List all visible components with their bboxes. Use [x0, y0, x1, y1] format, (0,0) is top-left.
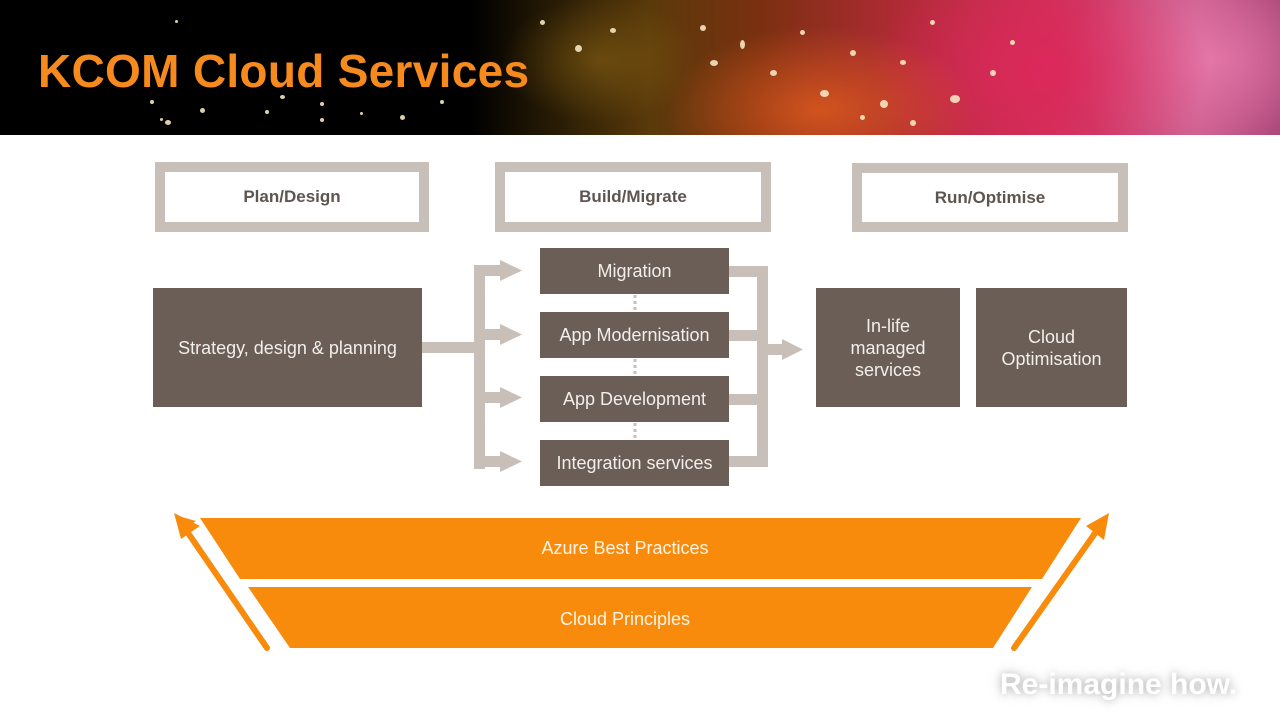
up-left-arrow-icon [174, 513, 270, 651]
decor-speck [575, 45, 582, 52]
decor-speck [165, 120, 171, 125]
connector-line [757, 266, 768, 467]
decor-speck [1010, 40, 1015, 45]
connector-line [728, 394, 768, 405]
decor-speck [200, 108, 205, 113]
connector-line [422, 342, 484, 353]
box-label-line: Cloud [1027, 326, 1076, 347]
decor-speck [540, 20, 545, 25]
box-cloud-optimisation: Cloud Optimisation [976, 288, 1127, 407]
box-label: Migration [597, 261, 672, 281]
band-label-cloud-principles: Cloud Principles [559, 609, 691, 629]
box-strategy-design-planning: Strategy, design & planning [153, 288, 422, 407]
tagline: Re-imagine how. [1000, 668, 1238, 701]
decor-speck [160, 118, 163, 121]
box-label: App Modernisation [559, 325, 710, 345]
split-connector [422, 260, 522, 472]
arrow-head-icon [500, 451, 522, 472]
phase-label: Run/Optimise [934, 187, 1046, 207]
box-label-line: In-life [865, 315, 910, 336]
arrow-head-icon [500, 324, 522, 345]
box-app-development: App Development [540, 376, 729, 422]
connector-line [474, 392, 504, 403]
box-label: Integration services [556, 453, 713, 473]
box-app-modernisation: App Modernisation [540, 312, 729, 358]
decor-speck [930, 20, 935, 25]
decor-speck [360, 112, 363, 115]
slide-title: KCOM Cloud Services [38, 45, 530, 97]
box-label: App Development [562, 389, 707, 409]
arrow-head-icon [500, 387, 522, 408]
decor-speck [770, 70, 777, 76]
band-azure-best-practices [200, 518, 1081, 579]
phase-build-migrate: Build/Migrate [495, 162, 771, 232]
phase-run-optimise: Run/Optimise [852, 163, 1128, 232]
arrow-head-icon [500, 260, 522, 281]
box-in-life-managed-services: In-life managed services [816, 288, 960, 407]
decor-speck [990, 70, 996, 76]
decor-speck [880, 100, 888, 108]
header-banner: KCOM Cloud Services [0, 0, 1280, 135]
decor-speck [440, 100, 444, 104]
decor-speck [400, 115, 405, 120]
decor-speck [740, 40, 745, 49]
box-label: Strategy, design & planning [178, 337, 397, 358]
decor-speck [710, 60, 718, 66]
box-integration-services: Integration services [540, 440, 729, 486]
connector-line [728, 330, 768, 341]
box-label-line: services [854, 359, 921, 380]
decor-speck [320, 118, 324, 122]
connector-line [474, 329, 504, 340]
band-cloud-principles [248, 587, 1032, 648]
connector-line [474, 265, 485, 469]
decor-speck [850, 50, 856, 56]
connector-line [728, 266, 768, 277]
connector-line [757, 344, 787, 355]
decor-speck [910, 120, 916, 126]
decor-speck [950, 95, 960, 103]
decor-speck [280, 95, 285, 99]
box-label-line: managed [850, 337, 926, 358]
decor-speck [900, 60, 906, 65]
decor-speck [175, 20, 178, 23]
connector-line [474, 265, 504, 276]
merge-connector [728, 266, 803, 467]
decor-speck [860, 115, 865, 120]
decor-speck [320, 102, 324, 106]
phase-plan-design: Plan/Design [155, 162, 429, 232]
up-right-arrow-icon [1011, 513, 1109, 651]
decor-speck [150, 100, 154, 104]
band-label-azure: Azure Best Practices [541, 538, 709, 558]
phase-label: Build/Migrate [579, 187, 687, 206]
box-label-line: Optimisation [1001, 348, 1102, 369]
decor-speck [610, 28, 616, 33]
connector-line [474, 456, 504, 467]
decor-speck [700, 25, 706, 31]
decor-speck [265, 110, 269, 114]
arrow-head-icon [782, 339, 803, 360]
connector-line [728, 456, 768, 467]
phase-label: Plan/Design [243, 187, 341, 206]
decor-speck [800, 30, 805, 35]
box-migration: Migration [540, 248, 729, 294]
decor-speck [820, 90, 829, 97]
